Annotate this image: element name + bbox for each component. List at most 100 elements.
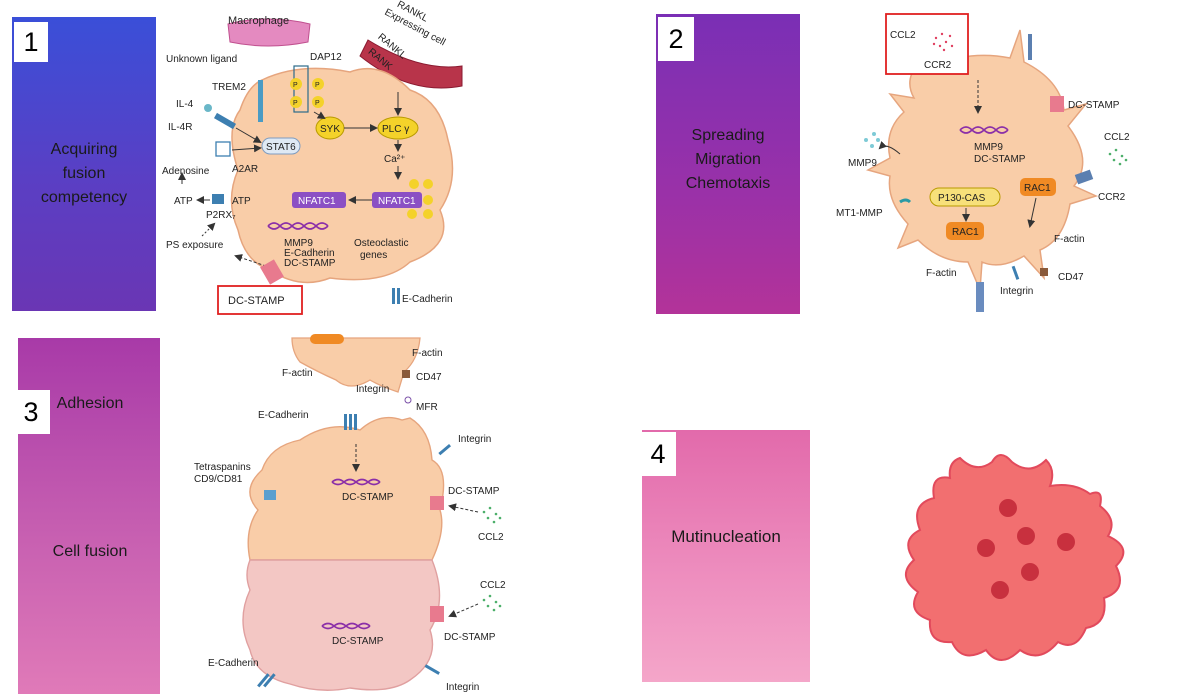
plc-node xyxy=(377,116,419,140)
nfatc1-node-right xyxy=(372,192,422,208)
nucleus-5 xyxy=(1021,563,1039,581)
ccl2-upper-label: CCL2 xyxy=(478,532,504,543)
factin-left-label: F-actin xyxy=(926,268,957,279)
panel-4-label: Mutinucleation xyxy=(671,527,781,546)
dc-stamp-receptor-1 xyxy=(260,259,284,285)
stat6-label: STAT6 xyxy=(266,142,296,153)
p2rx7-receptor xyxy=(212,194,224,204)
mmp9-dots xyxy=(864,132,880,148)
nfatc1-right-label: NFATC1 xyxy=(378,196,416,207)
il4-molecule xyxy=(204,104,212,112)
ccr2-receptor xyxy=(1074,169,1094,185)
e-cadherin-receptor-3b xyxy=(257,673,270,688)
nucleus-4 xyxy=(1057,533,1075,551)
rac1-label-a: RAC1 xyxy=(952,227,979,238)
nucleus-3 xyxy=(977,539,995,557)
ps-exposure-label: PS exposure xyxy=(166,240,224,251)
tetraspanin-receptor xyxy=(264,490,276,500)
trem2-label: TREM2 xyxy=(212,82,246,93)
integrin-label-2: Integrin xyxy=(1000,286,1033,297)
p130cas-node xyxy=(929,187,1001,207)
svg-text:P: P xyxy=(315,100,320,107)
macrophage-label: Macrophage xyxy=(228,15,289,27)
upper-partial-cell xyxy=(291,337,421,393)
integrin-receptor-3b xyxy=(424,664,440,675)
gene-e-cadherin: E-Cadherin xyxy=(284,248,335,259)
fusing-cell-lower xyxy=(242,559,441,691)
factin-filament-2 xyxy=(976,282,984,312)
stat6-node xyxy=(261,137,301,155)
panel-2-label: Spreading Migration Chemotaxis xyxy=(685,127,771,192)
svg-text:P: P xyxy=(293,100,298,107)
atp-left-label: ATP xyxy=(174,196,193,207)
ccl2-dots-upper xyxy=(482,506,502,524)
panel-1-label: Acquiring fusion competency xyxy=(40,141,128,206)
il4r-receptor xyxy=(213,112,237,130)
phospho-cluster-dap12: P P P P xyxy=(290,78,324,108)
dc-stamp-receptor-3a xyxy=(430,496,444,510)
il4r-label: IL-4R xyxy=(168,122,192,133)
ccl2-boxed-label: CCL2 xyxy=(890,30,916,41)
diagram-1: Macrophage RANKL Expressing cell RANKL R… xyxy=(162,0,463,315)
mfr-label: MFR xyxy=(416,402,438,413)
rac1-node-b xyxy=(1020,178,1056,196)
diagram-4 xyxy=(905,454,1125,661)
cd47-receptor-3 xyxy=(402,370,410,378)
panel-1-number: 1 xyxy=(14,22,48,62)
fusing-cell xyxy=(247,416,445,561)
a2ar-receptor xyxy=(215,141,231,157)
multinucleated-osteoclast xyxy=(905,454,1125,661)
dc-stamp-receptor-3b xyxy=(430,606,444,622)
cd47-label-2: CD47 xyxy=(1058,272,1084,283)
dna-helix-1 xyxy=(267,222,329,230)
nucleus-6 xyxy=(991,581,1009,599)
nucleus-1 xyxy=(999,499,1017,517)
gene-dc-stamp: DC-STAMP xyxy=(284,258,336,269)
nfatc1-node-left xyxy=(292,192,346,208)
integrin-top-label: Integrin xyxy=(356,384,389,395)
e-cadherin-bottom-label: E-Cadherin xyxy=(208,658,259,669)
mmp9-out-label: MMP9 xyxy=(848,158,877,169)
ccr2-label: CCR2 xyxy=(1098,192,1126,203)
osteoclast-precursor-cell xyxy=(230,67,454,284)
dc-stamp-boxed-label: DC-STAMP xyxy=(228,295,285,307)
e-cadherin-receptor-3 xyxy=(344,414,347,430)
e-cadherin-top-label: E-Cadherin xyxy=(258,410,309,421)
dc-stamp-upper-gene: DC-STAMP xyxy=(342,492,394,503)
factin-top-left-label: F-actin xyxy=(282,368,313,379)
atp-right-label: ATP xyxy=(232,196,251,207)
panel-4-number: 4 xyxy=(640,432,676,476)
ccl2-dots-right xyxy=(1108,148,1128,166)
panel-3-number: 3 xyxy=(12,390,50,434)
dc-stamp-lower-right: DC-STAMP xyxy=(444,632,496,643)
panel-3-label-fusion: Cell fusion xyxy=(52,543,128,560)
gene-dc-stamp-2: DC-STAMP xyxy=(974,154,1026,165)
adenosine-label: Adenosine xyxy=(162,166,210,177)
dc-stamp-upper-right: DC-STAMP xyxy=(448,486,500,497)
nucleus-2 xyxy=(1017,527,1035,545)
macrophage-cell xyxy=(227,18,311,47)
syk-label: SYK xyxy=(320,124,340,135)
svg-text:P: P xyxy=(315,82,320,89)
e-cadherin-icon xyxy=(392,288,395,304)
nfatc1-left-label: NFATC1 xyxy=(298,196,336,207)
factin-right-label: F-actin xyxy=(1054,234,1085,245)
diagram-3: F-actin F-actin CD47 Integrin MFR E-Cadh… xyxy=(194,334,506,693)
surface-receptor-top xyxy=(1028,34,1032,60)
rac1-node-a xyxy=(946,222,984,240)
il4-label: IL-4 xyxy=(176,99,194,110)
rac1-label-b: RAC1 xyxy=(1024,183,1051,194)
ccl2-lower-label: CCL2 xyxy=(480,580,506,591)
panel-2-bar xyxy=(656,14,800,314)
e-cadherin-label: E-Cadherin xyxy=(402,294,453,305)
p2rx7-label: P2RX₇ xyxy=(206,210,236,221)
integrin-receptor-3a xyxy=(438,443,452,456)
dc-stamp-label-2: DC-STAMP xyxy=(1068,100,1120,111)
diagram-2: CCL2 CCR2 DC-STAMP MMP9 DC-STAMP MMP9 CC… xyxy=(836,13,1130,312)
cd47-receptor-2 xyxy=(1040,268,1048,276)
integrin-right-label: Integrin xyxy=(458,434,491,445)
p130cas-label: P130-CAS xyxy=(938,193,986,204)
mt1mmp-label: MT1-MMP xyxy=(836,208,883,219)
ccl2-dots-lower xyxy=(482,594,502,612)
